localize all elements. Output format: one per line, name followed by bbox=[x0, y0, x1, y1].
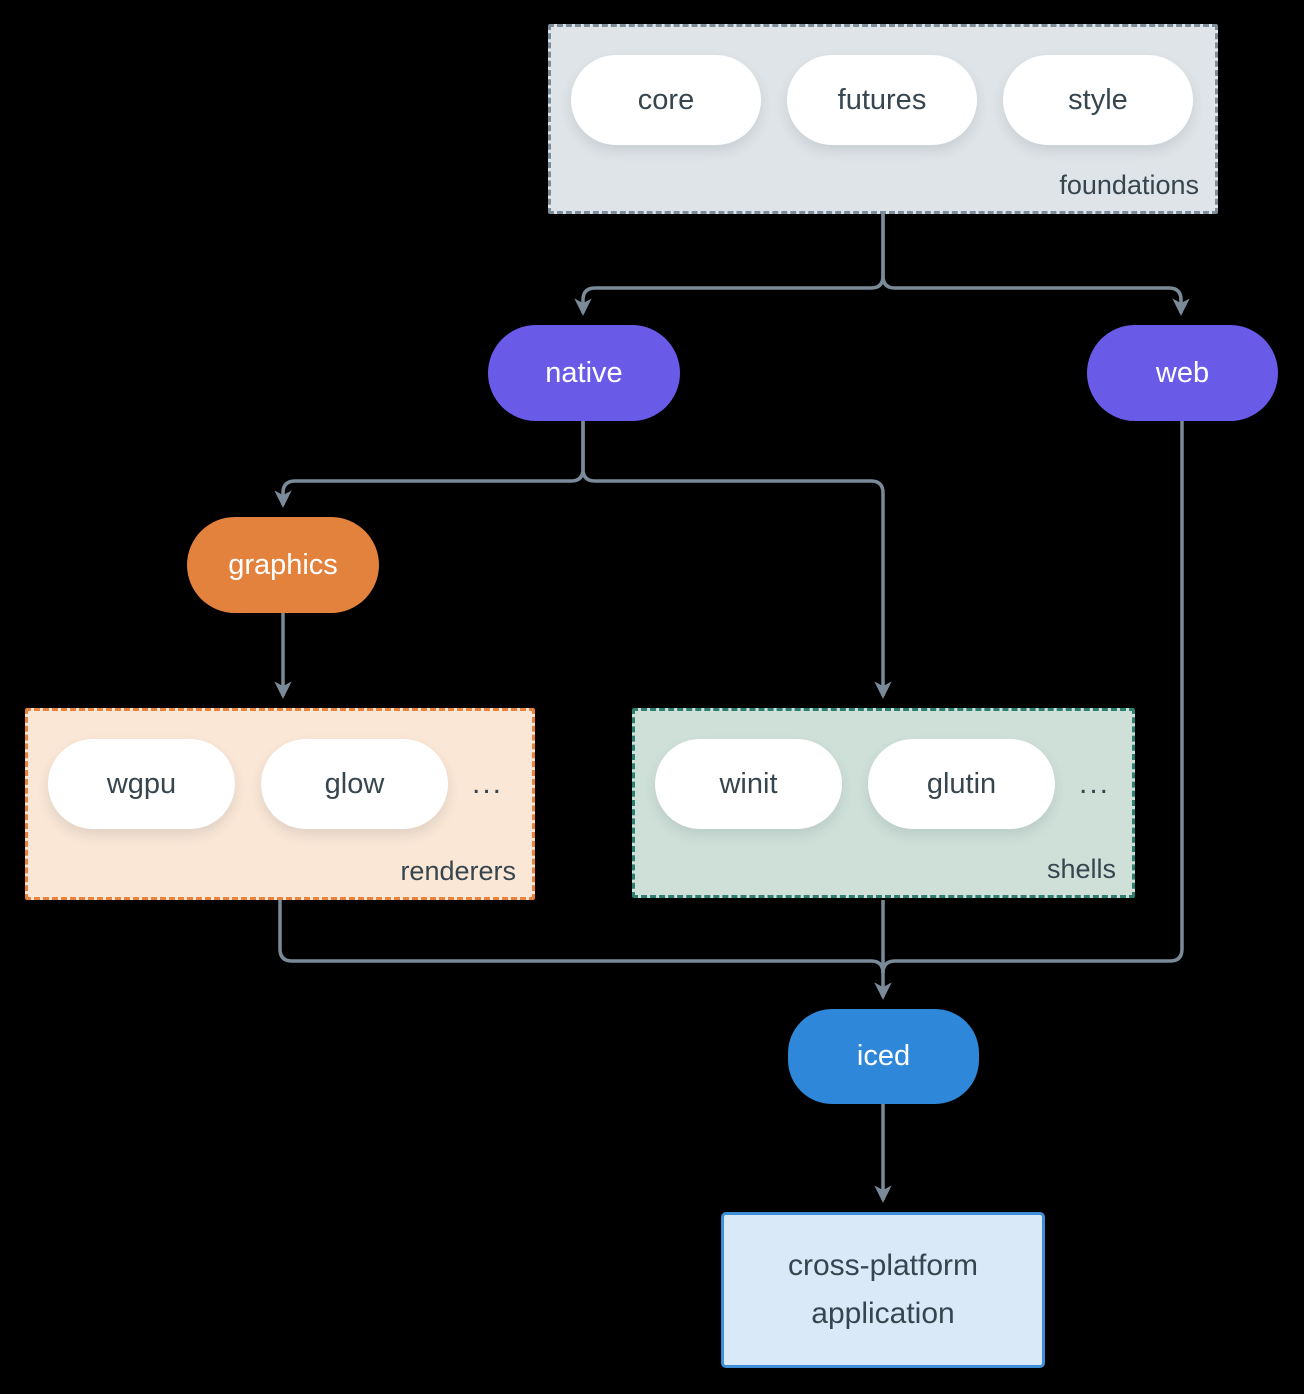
node-glutin: glutin bbox=[868, 739, 1055, 829]
node-native-label: native bbox=[545, 356, 623, 389]
edge-native-shells bbox=[581, 421, 892, 699]
foundations-group: core futures style foundations bbox=[548, 24, 1218, 214]
application-box: cross-platform application bbox=[721, 1212, 1045, 1368]
renderers-group: wgpu glow ... renderers bbox=[25, 708, 535, 900]
node-winit-label: winit bbox=[719, 767, 778, 800]
node-native: native bbox=[488, 325, 680, 421]
shells-group-label: shells bbox=[1046, 854, 1116, 884]
shells-pill-row: winit glutin ... bbox=[635, 711, 1132, 829]
node-wgpu-label: wgpu bbox=[106, 767, 177, 800]
node-core: core bbox=[571, 55, 761, 145]
foundations-group-label: foundations bbox=[1059, 170, 1199, 200]
node-web-label: web bbox=[1155, 356, 1210, 389]
node-iced: iced bbox=[788, 1009, 979, 1104]
renderers-group-label: renderers bbox=[400, 856, 516, 886]
node-graphics: graphics bbox=[187, 517, 379, 613]
node-core-label: core bbox=[637, 83, 695, 116]
node-winit: winit bbox=[655, 739, 842, 829]
node-futures: futures bbox=[787, 55, 977, 145]
application-label-line2: application bbox=[811, 1297, 955, 1330]
node-glutin-label: glutin bbox=[926, 767, 997, 800]
node-web: web bbox=[1087, 325, 1278, 421]
node-style-label: style bbox=[1068, 83, 1128, 116]
node-glow: glow bbox=[261, 739, 448, 829]
node-futures-label: futures bbox=[837, 83, 927, 116]
node-wgpu: wgpu bbox=[48, 739, 235, 829]
edge-foundations-native bbox=[574, 214, 885, 316]
edge-renderers-junction bbox=[278, 900, 885, 974]
foundations-pill-row: core futures style bbox=[551, 27, 1215, 145]
edge-native-graphics bbox=[274, 421, 585, 508]
edge-foundations-web bbox=[881, 214, 1190, 316]
shells-ellipsis: ... bbox=[1079, 767, 1111, 800]
node-glow-label: glow bbox=[324, 767, 385, 800]
node-iced-label: iced bbox=[856, 1040, 911, 1072]
node-style: style bbox=[1003, 55, 1193, 145]
application-label-line1: cross-platform bbox=[787, 1249, 979, 1282]
renderers-ellipsis: ... bbox=[472, 767, 504, 800]
shells-group: winit glutin ... shells bbox=[632, 708, 1135, 898]
renderers-pill-row: wgpu glow ... bbox=[28, 711, 532, 829]
node-graphics-label: graphics bbox=[228, 548, 338, 581]
